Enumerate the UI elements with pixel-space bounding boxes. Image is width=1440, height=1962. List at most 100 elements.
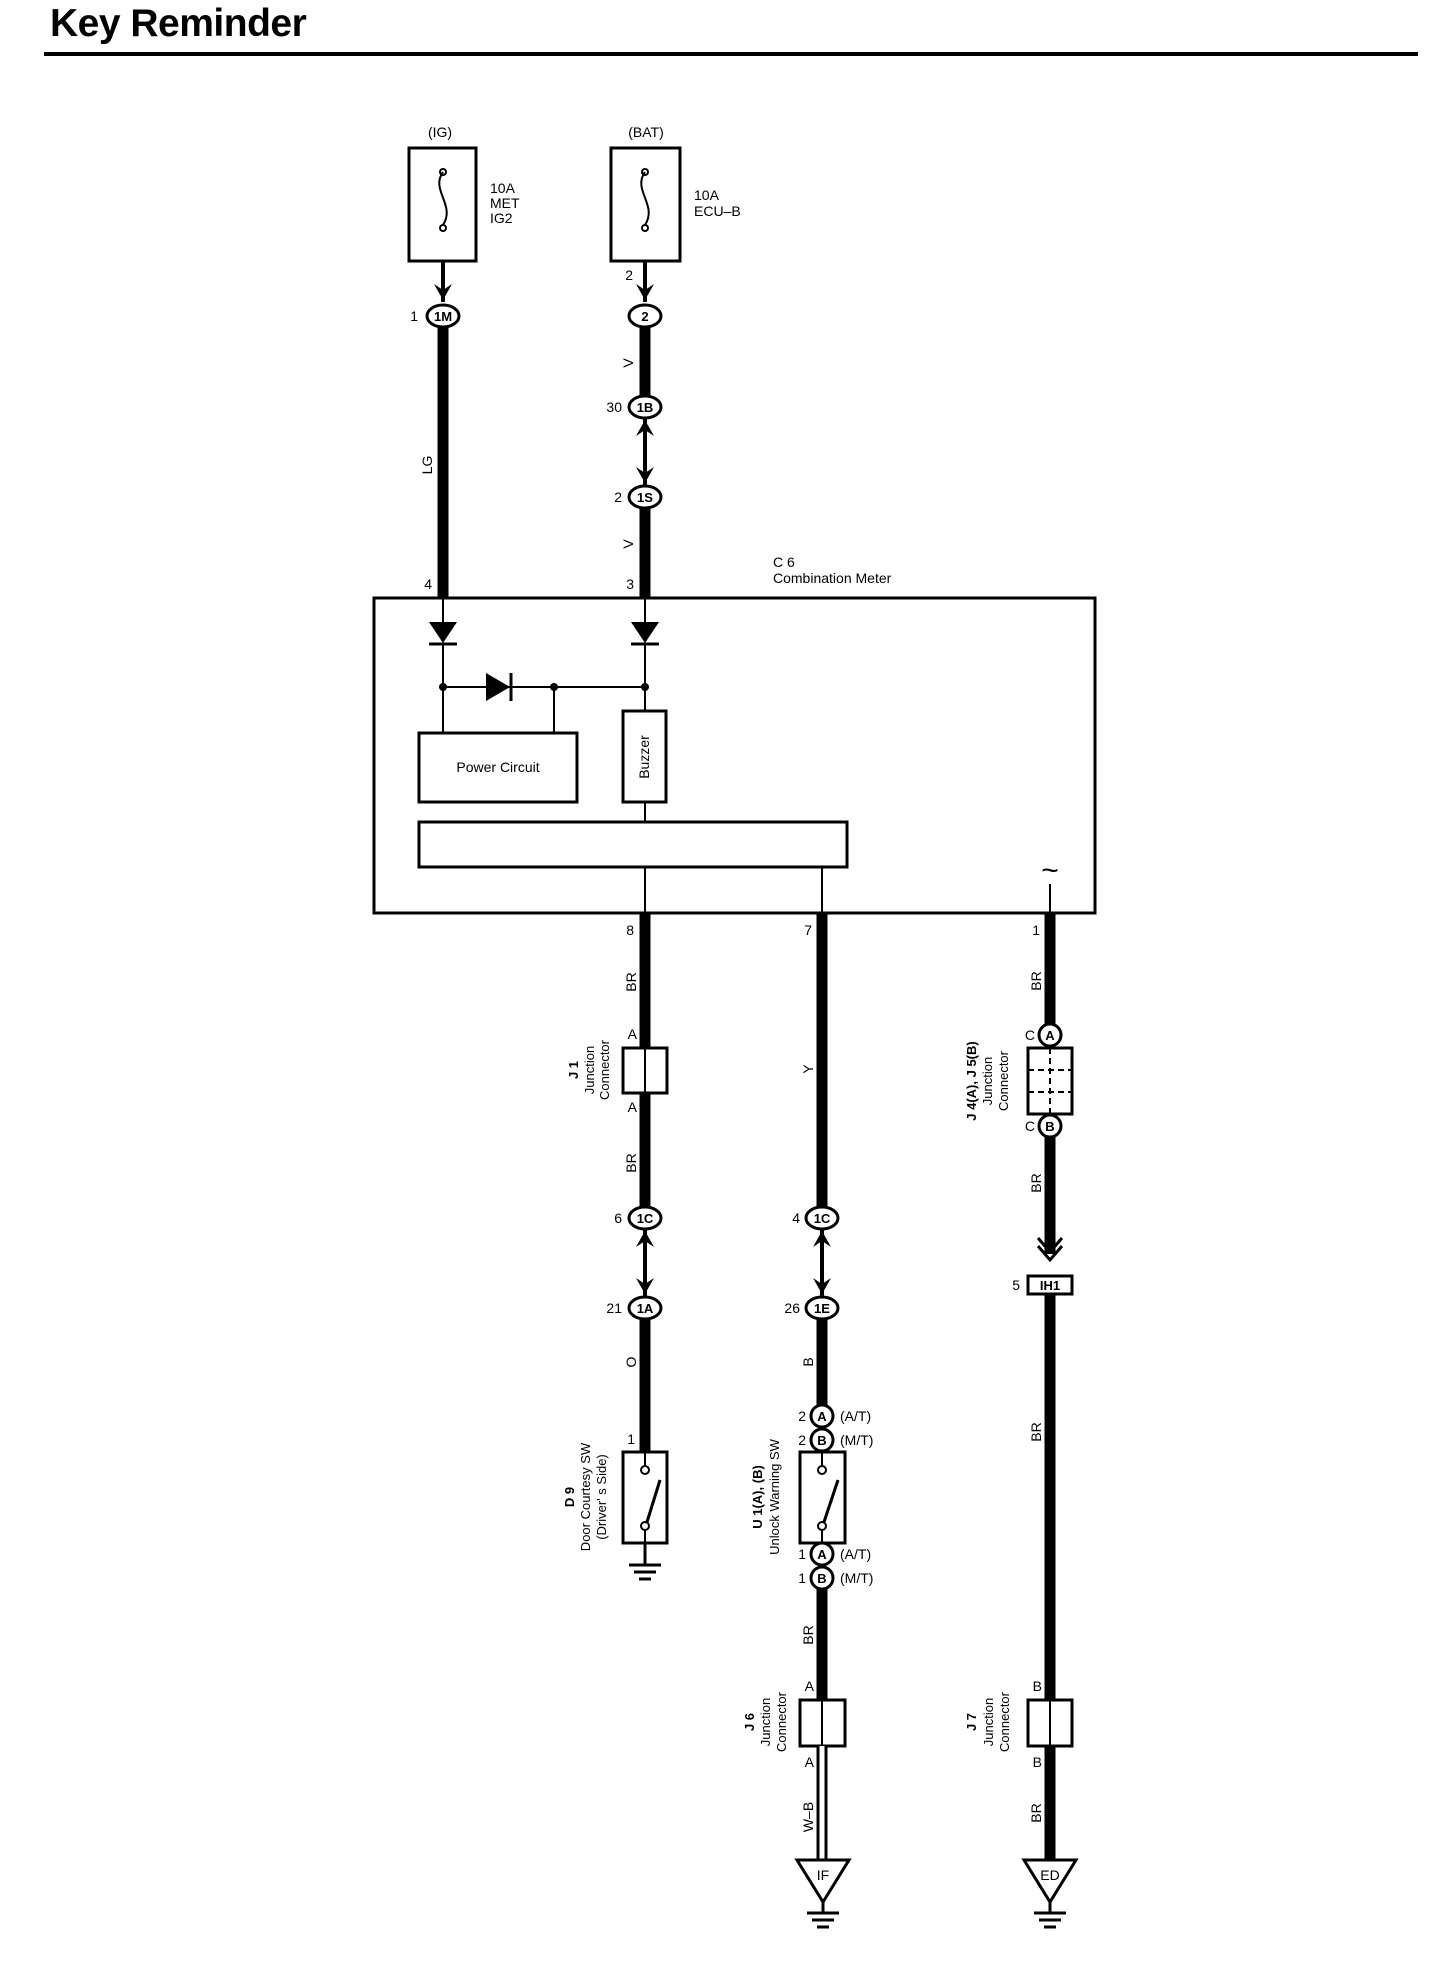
j45-bottom-letter: C <box>1025 1118 1035 1134</box>
pin-1m: 1 <box>410 308 418 324</box>
d9-code: D 9 <box>562 1487 577 1507</box>
u1-top-pin-a: 2 <box>798 1408 806 1424</box>
fuse-bat-source: (BAT) <box>628 124 664 140</box>
j1-bottom-letter: A <box>628 1099 638 1115</box>
wire-br-right: 1 BR A C J 4(A), J 5(B) Junction Connect… <box>964 913 1079 1929</box>
j1-line1: Junction <box>582 1046 597 1094</box>
u1-top-circle-a: A <box>817 1409 827 1424</box>
fuse-ig-name1: MET <box>490 195 520 211</box>
u1-bottom-circle-b: B <box>817 1571 826 1586</box>
wire-y-unlock: 7 Y 1C 4 1E 26 B A 2 (A/T) B 2 (M/T) U 1… <box>742 913 873 1929</box>
ground-ed: ED <box>1021 1858 1079 1929</box>
wire-color-br-1d: BR <box>1028 1803 1044 1822</box>
wire-color-wb: W–B <box>800 1802 816 1832</box>
pin-1c-left: 6 <box>614 1210 622 1226</box>
combination-meter: C 6 Combination Meter Power Circuit Buzz… <box>372 554 1097 915</box>
d9-line1: Door Courtesy SW <box>578 1442 593 1551</box>
pin-1b: 30 <box>606 399 622 415</box>
u1-bottom-at: (A/T) <box>840 1546 871 1562</box>
fuse-ig: (IG) 10A MET IG2 <box>407 124 520 263</box>
ground-ed-label: ED <box>1040 1867 1059 1883</box>
ac-symbol: ~ <box>1041 854 1059 887</box>
j45-top-letter: C <box>1025 1027 1035 1043</box>
u1-top-circle-b: B <box>817 1433 826 1448</box>
wire-color-v-bottom: V <box>620 539 636 549</box>
connector-1b: 1B <box>637 400 654 415</box>
connector-1c-left: 1C <box>637 1211 654 1226</box>
j7-label: J 7 Junction Connector <box>964 1691 1012 1752</box>
u1-top-pin-b: 2 <box>798 1432 806 1448</box>
u1-line1: Unlock Warning SW <box>767 1438 782 1555</box>
wire-color-br-8b: BR <box>623 1153 639 1172</box>
j6-top-letter: A <box>805 1678 815 1694</box>
wire-color-br-1b: BR <box>1028 1173 1044 1192</box>
fuse-bat: (BAT) 10A ECU–B <box>609 124 741 263</box>
fuse-bat-amp: 10A <box>694 187 720 203</box>
page-title: Key Reminder <box>50 2 307 45</box>
pin-1e: 26 <box>784 1300 800 1316</box>
connector-1e: 1E <box>814 1301 830 1316</box>
connector-1c-mid: 1C <box>814 1211 831 1226</box>
pin-meter-4: 4 <box>424 576 432 592</box>
j7-top-letter: B <box>1033 1678 1042 1694</box>
wire-color-lg: LG <box>419 456 435 475</box>
pin-meter-8: 8 <box>626 922 634 938</box>
j7-code: J 7 <box>964 1713 979 1731</box>
j45-line1: Junction <box>980 1057 995 1105</box>
pin-1a: 21 <box>606 1300 622 1316</box>
meter-code: C 6 <box>773 554 795 570</box>
j1-top-letter: A <box>628 1026 638 1042</box>
fuse-ig-name2: IG2 <box>490 210 513 226</box>
wire-color-o: O <box>623 1356 639 1367</box>
pin-d9: 1 <box>627 1431 635 1447</box>
j6-line1: Junction <box>758 1698 773 1746</box>
pin-meter-1: 1 <box>1032 922 1040 938</box>
connector-1s: 1S <box>637 490 653 505</box>
j7-bottom-letter: B <box>1033 1754 1042 1770</box>
wire-color-v-top: V <box>620 358 636 368</box>
wire-color-br-u1: BR <box>800 1625 816 1644</box>
j6-line2: Connector <box>774 1691 789 1752</box>
wire-color-b: B <box>800 1357 816 1366</box>
fuse-bat-name1: ECU–B <box>694 203 741 219</box>
j45-line2: Connector <box>996 1050 1011 1111</box>
wire-color-br-1a: BR <box>1028 971 1044 990</box>
page-header: Key Reminder <box>0 0 1440 70</box>
power-circuit-label: Power Circuit <box>456 759 539 775</box>
j6-label: J 6 Junction Connector <box>742 1691 789 1752</box>
meter-name: Combination Meter <box>773 570 892 586</box>
ground-door <box>629 1543 661 1581</box>
j7-line2: Connector <box>997 1691 1012 1752</box>
u1-label: U 1(A), (B) Unlock Warning SW <box>750 1438 782 1555</box>
u1-bottom-mt: (M/T) <box>840 1570 873 1586</box>
u1-bottom-circle-a: A <box>817 1547 827 1562</box>
j45-label: J 4(A), J 5(B) Junction Connector <box>964 1041 1011 1120</box>
pin-1c-mid: 4 <box>792 1210 800 1226</box>
d9-line2: (Driver' s Side) <box>594 1454 609 1540</box>
wire-v: 2 2 V 1B 30 1S 2 V 3 <box>606 261 663 598</box>
j45-bottom-circle: B <box>1045 1119 1054 1134</box>
pin-1s: 2 <box>614 489 622 505</box>
wire-color-y: Y <box>800 1064 816 1074</box>
pin-meter-3: 3 <box>626 576 634 592</box>
ground-if-label: IF <box>817 1867 829 1883</box>
pin-fuse-bat-out: 2 <box>625 267 633 283</box>
j45-top-circle: A <box>1045 1028 1055 1043</box>
j1-line2: Connector <box>597 1039 612 1100</box>
wire-color-br-8a: BR <box>623 972 639 991</box>
connector-2: 2 <box>641 309 648 324</box>
pin-meter-7: 7 <box>804 922 812 938</box>
connector-1m: 1M <box>434 309 452 324</box>
wire-lg: 1M 1 LG 4 <box>410 261 461 598</box>
d9-label: D 9 Door Courtesy SW (Driver' s Side) <box>562 1442 609 1551</box>
j1-code: J 1 <box>566 1061 581 1079</box>
wire-color-br-1c: BR <box>1028 1422 1044 1441</box>
j1-label: J 1 Junction Connector <box>566 1039 612 1100</box>
fuse-ig-amp: 10A <box>490 180 516 196</box>
connector-1a: 1A <box>637 1301 654 1316</box>
j6-bottom-letter: A <box>805 1754 815 1770</box>
u1-top-mt: (M/T) <box>840 1432 873 1448</box>
j6-code: J 6 <box>742 1713 757 1731</box>
buzzer-label: Buzzer <box>636 735 652 779</box>
